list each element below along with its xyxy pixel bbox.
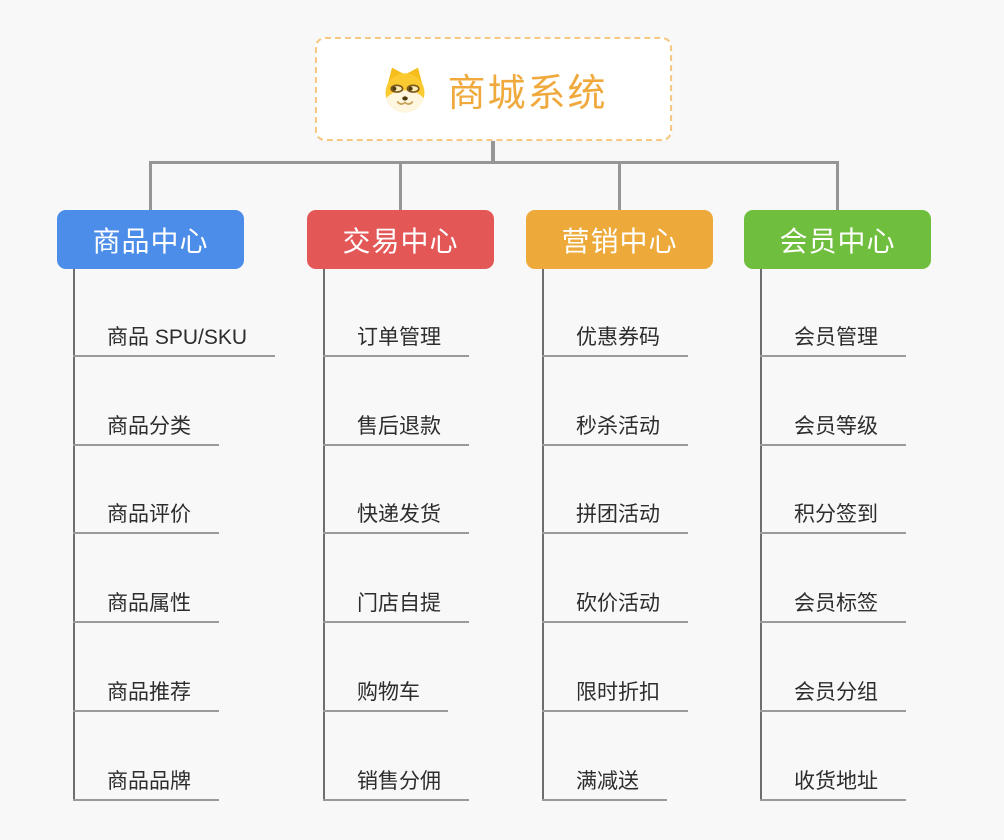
branch-node[interactable]: 交易中心: [307, 210, 494, 269]
branch-label: 会员中心: [779, 225, 896, 257]
child-node[interactable]: 会员分组: [760, 670, 906, 712]
branch-node[interactable]: 营销中心: [526, 210, 713, 269]
child-node[interactable]: 会员标签: [760, 581, 906, 624]
child-label: 销售分佣: [357, 769, 441, 793]
child-node[interactable]: 销售分佣: [323, 759, 469, 801]
child-label: 积分签到: [794, 503, 878, 527]
branch-drop-line: [399, 164, 402, 210]
child-label: 商品品牌: [107, 769, 191, 793]
branch-trunk-line: [323, 269, 325, 801]
child-node[interactable]: 砍价活动: [542, 581, 688, 624]
child-label: 订单管理: [357, 326, 441, 349]
branch-trunk-line: [542, 269, 544, 801]
child-label: 限时折扣: [576, 680, 660, 704]
child-node[interactable]: 售后退款: [323, 404, 469, 446]
child-node[interactable]: 限时折扣: [542, 670, 688, 712]
child-label: 会员等级: [794, 414, 878, 438]
branch-node[interactable]: 商品中心: [57, 210, 244, 269]
child-label: 商品分类: [107, 414, 191, 438]
child-label: 购物车: [357, 680, 420, 704]
child-label: 满减送: [576, 769, 639, 793]
child-node[interactable]: 收货地址: [760, 759, 906, 801]
child-label: 会员标签: [794, 592, 878, 616]
branch-trunk-line: [73, 269, 75, 801]
child-node[interactable]: 商品分类: [73, 404, 219, 446]
branch-label: 交易中心: [342, 225, 459, 257]
child-label: 砍价活动: [576, 592, 660, 616]
child-label: 会员分组: [794, 680, 878, 704]
child-label: 商品属性: [107, 592, 191, 616]
child-label: 拼团活动: [576, 503, 660, 527]
child-node[interactable]: 满减送: [542, 759, 667, 801]
child-node[interactable]: 快递发货: [323, 492, 469, 535]
child-node[interactable]: 门店自提: [323, 581, 469, 624]
child-node[interactable]: 订单管理: [323, 315, 469, 357]
child-label: 快递发货: [357, 503, 441, 527]
child-node[interactable]: 商品 SPU/SKU: [73, 315, 276, 357]
root-connector-line: [491, 141, 495, 164]
branch-label: 营销中心: [561, 225, 678, 257]
child-node[interactable]: 商品品牌: [73, 759, 219, 801]
dog-face-icon: [379, 65, 431, 114]
child-node[interactable]: 秒杀活动: [542, 404, 688, 446]
child-label: 收货地址: [794, 769, 878, 793]
child-node[interactable]: 购物车: [323, 670, 448, 712]
child-label: 商品 SPU/SKU: [107, 326, 248, 349]
child-label: 会员管理: [794, 326, 878, 349]
child-label: 售后退款: [357, 414, 441, 438]
branch-drop-line: [149, 164, 152, 210]
child-node[interactable]: 积分签到: [760, 492, 906, 535]
child-node[interactable]: 优惠券码: [542, 315, 688, 357]
child-label: 门店自提: [357, 592, 441, 616]
child-label: 优惠券码: [576, 326, 660, 349]
child-node[interactable]: 会员等级: [760, 404, 906, 446]
branch-drop-line: [836, 164, 839, 210]
branch-drop-line: [618, 164, 621, 210]
child-node[interactable]: 商品推荐: [73, 670, 219, 712]
child-node[interactable]: 商品属性: [73, 581, 219, 624]
child-node[interactable]: 会员管理: [760, 315, 906, 357]
branch-node[interactable]: 会员中心: [744, 210, 931, 269]
branch-trunk-line: [760, 269, 762, 801]
horizontal-connector-line: [149, 161, 839, 164]
child-node[interactable]: 拼团活动: [542, 492, 688, 535]
branch-label: 商品中心: [92, 225, 209, 257]
child-label: 商品推荐: [107, 680, 191, 704]
child-label: 商品评价: [107, 503, 191, 527]
child-node[interactable]: 商品评价: [73, 492, 219, 535]
root-title: 商城系统: [447, 72, 608, 115]
child-label: 秒杀活动: [576, 414, 660, 438]
root-node[interactable]: 商城系统: [315, 37, 672, 141]
